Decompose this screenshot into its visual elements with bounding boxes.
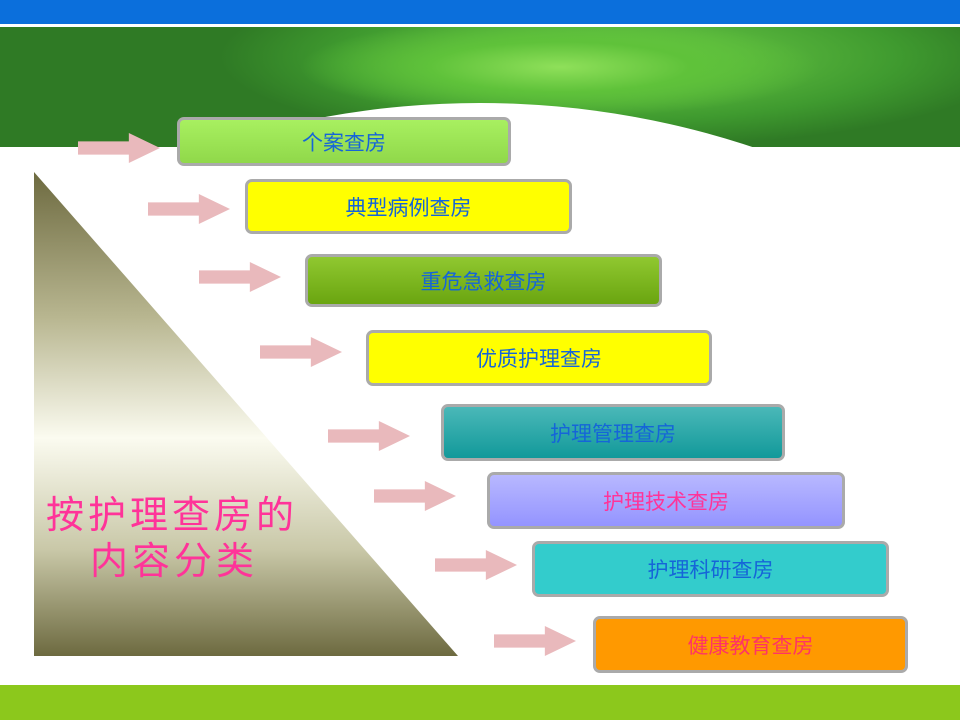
item-label: 个案查房 (302, 130, 386, 155)
item-case-rounds: 个案查房 (177, 117, 511, 166)
item-label: 护理管理查房 (550, 421, 676, 446)
item-label: 护理科研查房 (647, 558, 774, 582)
item-label: 优质护理查房 (476, 347, 602, 371)
category-title: 按护理查房的 内容分类 (46, 492, 316, 584)
item-nursing-research-rounds: 护理科研查房 (532, 541, 889, 597)
item-label: 重危急救查房 (420, 269, 547, 294)
item-health-education-rounds: 健康教育查房 (593, 616, 908, 673)
top-banner (0, 0, 960, 24)
item-label: 护理技术查房 (603, 489, 729, 514)
item-nursing-technique-rounds: 护理技术查房 (487, 472, 845, 529)
title-line-1: 按护理查房的 (46, 493, 299, 537)
item-label: 典型病例查房 (345, 195, 472, 220)
title-line-2: 内容分类 (90, 539, 259, 583)
bottom-banner (0, 685, 960, 720)
item-critical-care-rounds: 重危急救查房 (305, 254, 662, 307)
item-quality-nursing-rounds: 优质护理查房 (366, 330, 712, 386)
item-label: 健康教育查房 (687, 633, 814, 658)
item-typical-case-rounds: 典型病例查房 (245, 179, 572, 234)
item-nursing-management-rounds: 护理管理查房 (441, 404, 785, 461)
